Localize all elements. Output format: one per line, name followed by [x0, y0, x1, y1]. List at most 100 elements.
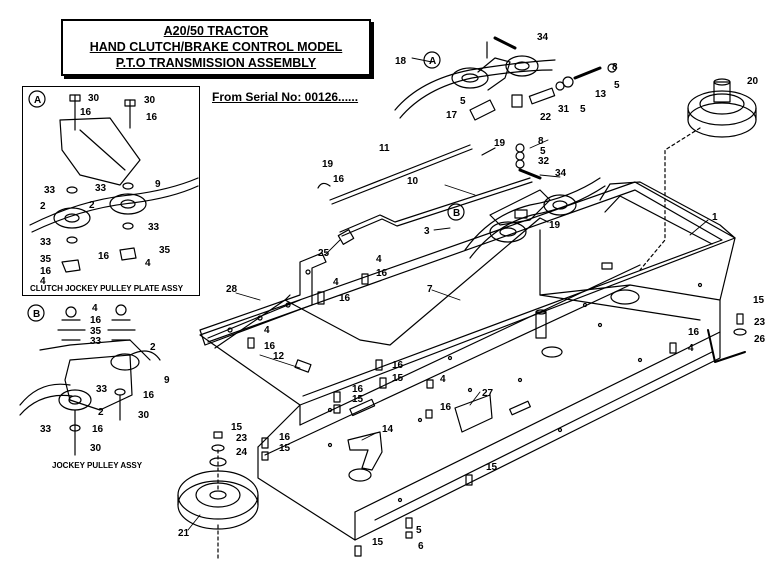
label-16-d: 16 — [392, 360, 404, 371]
inset-b-label-4: 4 — [92, 303, 98, 314]
label-28: 28 — [226, 284, 238, 295]
label-16-g: 16 — [279, 432, 291, 443]
inset-b-label-16-bottom: 16 — [92, 424, 104, 435]
rod-10 — [339, 177, 533, 237]
inset-b-label-16: 16 — [90, 315, 102, 326]
inset-a-label-33-d: 33 — [40, 237, 52, 248]
label-15-d: 15 — [392, 373, 404, 384]
label-24: 24 — [236, 447, 248, 458]
small-hardware — [247, 143, 747, 557]
label-19-top: 19 — [494, 138, 506, 149]
inset-b-label-33-top: 33 — [90, 336, 102, 347]
label-23-g: 23 — [236, 433, 248, 444]
label-16-e: 16 — [352, 384, 364, 395]
callout-a-main: A — [429, 56, 436, 67]
inset-a-caption: CLUTCH JOCKEY PULLEY PLATE ASSY — [30, 284, 184, 293]
rod-11 — [329, 144, 473, 205]
label-16-left-top: 16 — [333, 174, 345, 185]
label-16-c: 16 — [264, 341, 276, 352]
label-23-right: 23 — [754, 317, 766, 328]
pulley-assembly-a — [394, 36, 617, 121]
title-line-2: HAND CLUTCH/BRAKE CONTROL MODEL — [89, 40, 343, 54]
label-16-a: 16 — [376, 268, 388, 279]
label-15-i: 15 — [486, 462, 498, 473]
label-14: 14 — [382, 424, 394, 435]
callout-b-main: B — [453, 208, 460, 219]
label-15-right: 15 — [753, 295, 765, 306]
label-4-d: 4 — [440, 374, 446, 385]
label-19-mid: 19 — [549, 220, 561, 231]
leader-lines — [187, 57, 709, 531]
callout-circle-a-main — [423, 51, 441, 69]
inset-b-label-33-mid: 33 — [96, 384, 108, 395]
inset-a-label-2-left: 2 — [40, 201, 46, 212]
inset-b-label-30-right: 30 — [138, 410, 150, 421]
label-5-top-mid: 5 — [580, 104, 586, 115]
inset-a-label-16-left2: 16 — [40, 266, 52, 277]
inset-a-drawing — [29, 94, 199, 273]
label-19-left: 19 — [322, 159, 334, 170]
title-line-1: A20/50 TRACTOR — [163, 24, 269, 38]
label-20: 20 — [747, 76, 759, 87]
inset-a-label-33-a: 33 — [44, 185, 56, 196]
inset-a-label-4-right: 4 — [145, 258, 151, 269]
label-12: 12 — [273, 351, 285, 362]
label-15-h: 15 — [279, 443, 291, 454]
label-27: 27 — [482, 388, 494, 399]
inset-a-label-33-b: 33 — [95, 183, 107, 194]
inset-a-label-35-left: 35 — [40, 254, 52, 265]
inset-a-label-30-right: 30 — [144, 95, 156, 106]
inset-b-label-33-left: 33 — [40, 424, 52, 435]
inset-b-label-9: 9 — [164, 375, 170, 386]
label-13: 13 — [595, 89, 607, 100]
label-15-g: 15 — [231, 422, 243, 433]
inset-a-frame — [22, 86, 200, 296]
pulley-assembly-b — [464, 168, 606, 259]
inset-a-label-35-right: 35 — [159, 245, 171, 256]
inset-b-label-35: 35 — [90, 326, 102, 337]
label-4-c: 4 — [264, 325, 270, 336]
inset-b-drawing — [19, 304, 161, 456]
title-line-3: P.T.O TRANSMISSION ASSEMBLY — [115, 56, 317, 70]
inset-b-label-2-right: 2 — [150, 342, 156, 353]
label-32: 32 — [538, 156, 550, 167]
label-31: 31 — [558, 104, 570, 115]
bolt-stack-21 — [209, 431, 227, 467]
inset-a-label-33-c: 33 — [148, 222, 160, 233]
label-4-right: 4 — [688, 343, 694, 354]
title-box: A20/50 TRACTOR HAND CLUTCH/BRAKE CONTROL… — [61, 19, 371, 76]
label-18: 18 — [395, 56, 407, 67]
callout-a-inset: A — [34, 95, 41, 106]
pulley-20 — [639, 78, 757, 271]
label-16-b: 16 — [339, 293, 351, 304]
inset-b-label-16-right: 16 — [143, 390, 155, 401]
label-16-right: 16 — [688, 327, 700, 338]
label-7: 7 — [427, 284, 433, 295]
callout-circle-b-main — [447, 203, 465, 221]
label-11: 11 — [379, 143, 390, 154]
inset-b-label-30-bottom: 30 — [90, 443, 102, 454]
inset-a-label-30-left: 30 — [88, 93, 100, 104]
label-3: 3 — [424, 226, 430, 237]
label-8-mid: 8 — [538, 136, 544, 147]
label-8-top: 8 — [612, 62, 618, 73]
label-4-b: 4 — [333, 277, 339, 288]
inset-a-label-2-mid: 2 — [89, 200, 95, 211]
label-5-top-right: 5 — [614, 80, 620, 91]
label-1: 1 — [712, 212, 718, 223]
inset-b-caption: JOCKEY PULLEY ASSY — [52, 461, 143, 470]
side-plate-28 — [199, 252, 327, 346]
inset-b-label-2-mid: 2 — [98, 407, 104, 418]
label-5-bottom: 5 — [416, 525, 422, 536]
label-17: 17 — [446, 110, 458, 121]
label-21: 21 — [178, 528, 190, 539]
inset-a-label-16-bottom: 16 — [98, 251, 110, 262]
label-34-top: 34 — [537, 32, 549, 43]
label-15-bottom: 15 — [372, 537, 384, 548]
label-26: 26 — [754, 334, 766, 345]
label-6: 6 — [418, 541, 424, 552]
label-34-mid: 34 — [555, 168, 567, 179]
serial-number: From Serial No: 00126...... — [212, 90, 359, 104]
inset-a-label-16-left: 16 — [80, 107, 92, 118]
label-25: 25 — [318, 248, 330, 259]
